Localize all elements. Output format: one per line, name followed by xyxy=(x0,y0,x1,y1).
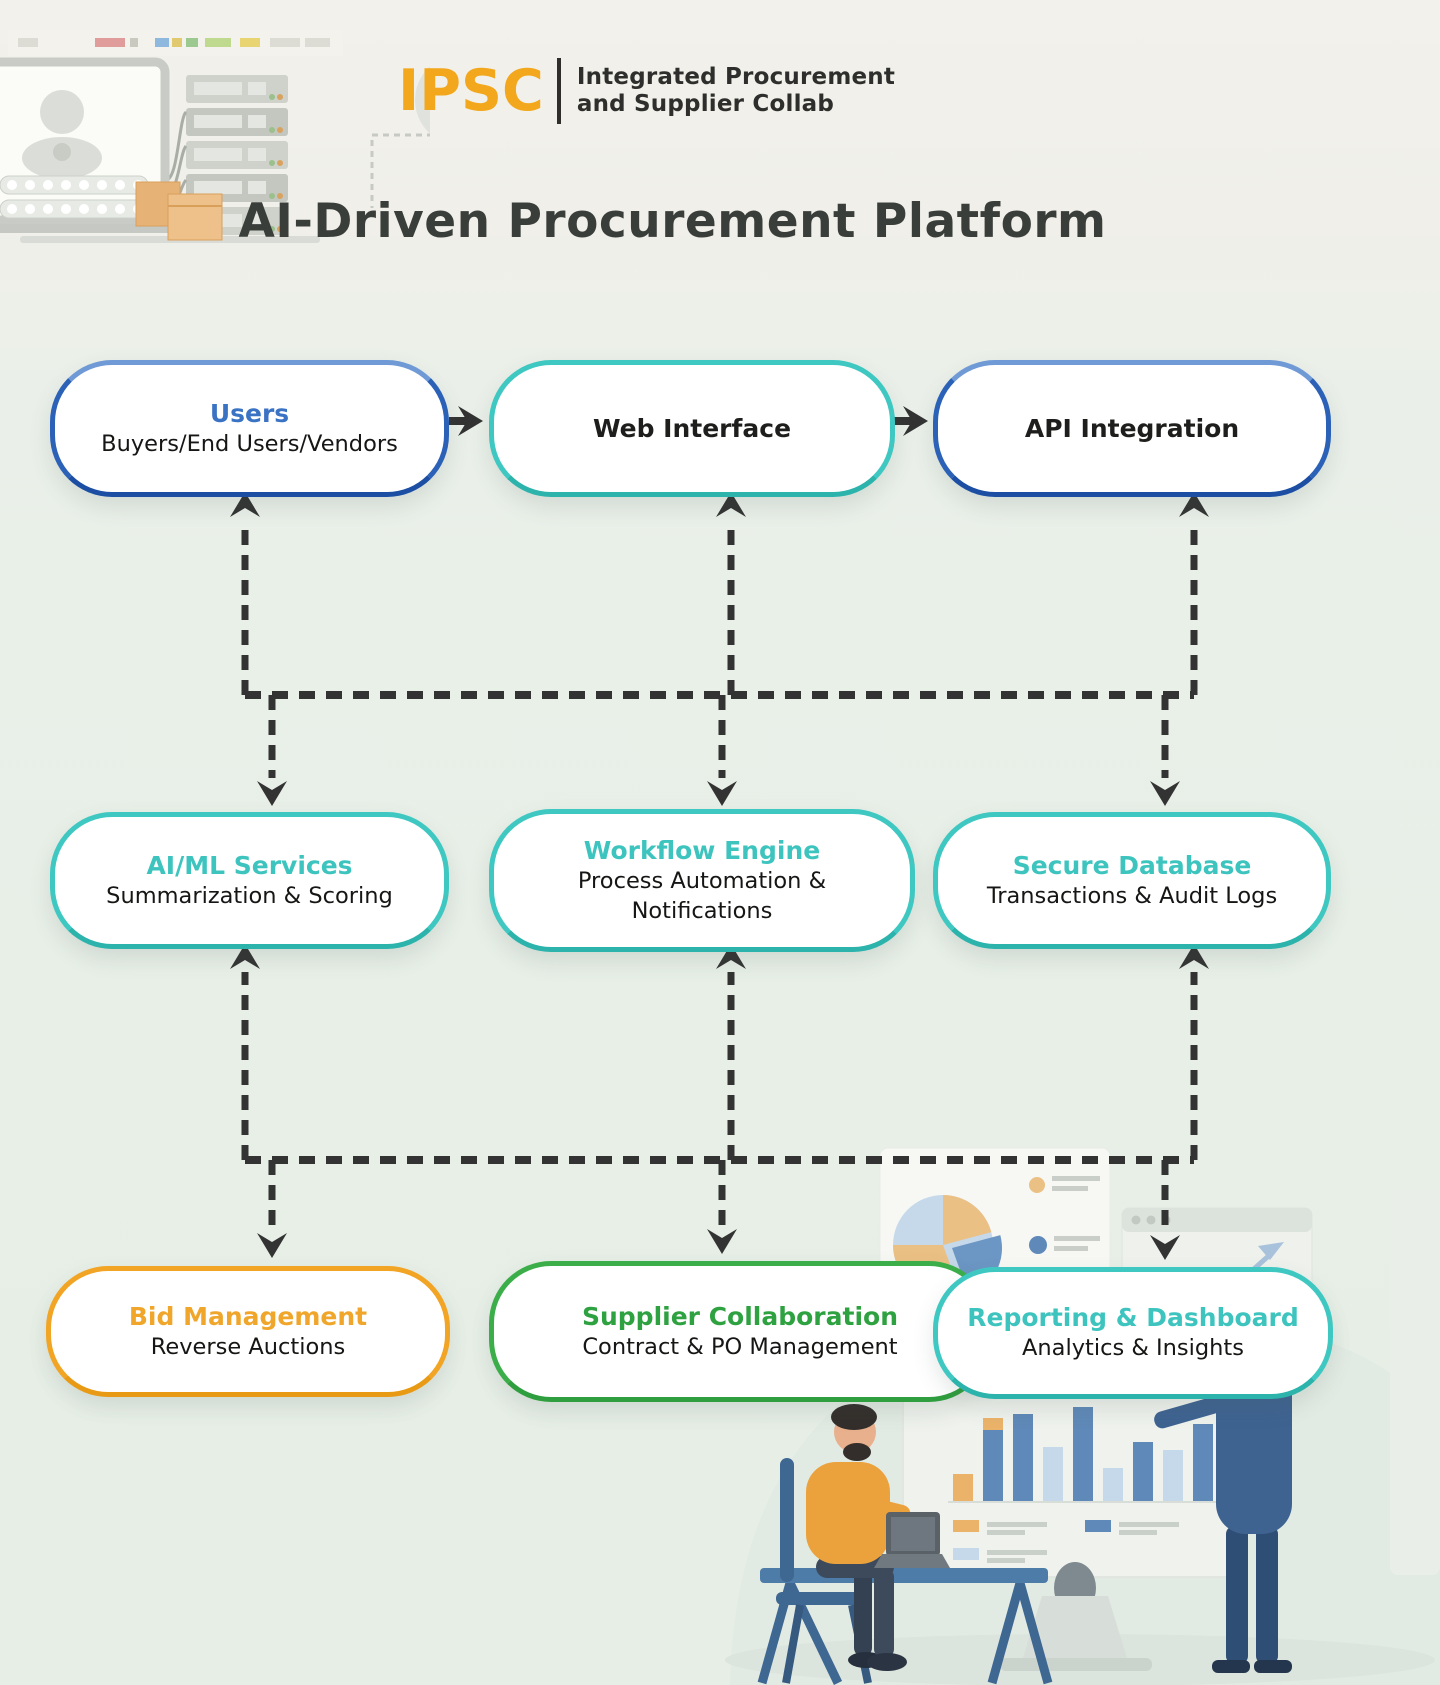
cloud-links xyxy=(370,133,430,208)
screen-stand xyxy=(1000,1562,1152,1671)
mini-toolbar-icon xyxy=(8,30,343,56)
node-reporting-dashboard-subtitle: Analytics & Insights xyxy=(1022,1335,1244,1362)
parcel-boxes-icon xyxy=(135,181,223,241)
node-secure-database-title: Secure Database xyxy=(1012,850,1252,880)
node-workflow-engine: Workflow Engine Process Automation & Not… xyxy=(489,809,915,952)
node-api-integration: API Integration xyxy=(933,360,1331,497)
side-panel xyxy=(1390,1190,1440,1575)
node-workflow-engine-subtitle: Process Automation & Notifications xyxy=(577,868,827,924)
node-ai-ml-services-subtitle: Summarization & Scoring xyxy=(106,882,393,909)
dashed-bus-1 xyxy=(230,492,1209,806)
node-supplier-collaboration-subtitle: Contract & PO Management xyxy=(582,1333,898,1360)
node-ai-ml-services-title: AI/ML Services xyxy=(146,850,353,880)
node-users-title: Users xyxy=(209,398,290,428)
logo-text: IPSC xyxy=(398,57,544,124)
node-supplier-collaboration: Supplier Collaboration Contract & PO Man… xyxy=(489,1261,991,1402)
node-api-integration-title: API Integration xyxy=(1024,413,1240,443)
logo-tagline-line2: and Supplier Collab xyxy=(576,91,835,117)
page-title: AI-Driven Procurement Platform xyxy=(238,194,1107,249)
logo: IPSC Integrated Procurement and Supplier… xyxy=(398,58,895,124)
node-bid-management-title: Bid Management xyxy=(128,1301,368,1331)
laptop-icon xyxy=(874,1512,950,1568)
node-secure-database: Secure Database Transactions & Audit Log… xyxy=(933,812,1331,949)
node-secure-database-subtitle: Transactions & Audit Logs xyxy=(986,882,1278,909)
workstation-cloud-servers-illustration xyxy=(0,30,430,243)
cloud-icon xyxy=(415,66,430,134)
logo-divider xyxy=(556,58,561,124)
logo-tagline-line1: Integrated Procurement xyxy=(576,64,896,91)
analytics-presentation-illustration xyxy=(725,1147,1440,1685)
node-ai-ml-services: AI/ML Services Summarization & Scoring xyxy=(50,812,449,949)
node-web-interface-title: Web Interface xyxy=(592,413,792,443)
node-supplier-collaboration-title: Supplier Collaboration xyxy=(581,1301,898,1331)
logo-tagline: Integrated Procurement and Supplier Coll… xyxy=(577,64,895,117)
bar-chart-icon xyxy=(948,1407,1220,1563)
sitting-person xyxy=(806,1404,922,1671)
node-reporting-dashboard-title: Reporting & Dashboard xyxy=(967,1303,1299,1333)
node-workflow-engine-title: Workflow Engine xyxy=(583,836,821,866)
node-users: Users Buyers/End Users/Vendors xyxy=(50,360,449,497)
node-bid-management: Bid Management Reverse Auctions xyxy=(46,1266,450,1397)
node-bid-management-subtitle: Reverse Auctions xyxy=(150,1333,346,1360)
node-users-subtitle: Buyers/End Users/Vendors xyxy=(101,430,398,457)
node-reporting-dashboard: Reporting & Dashboard Analytics & Insigh… xyxy=(933,1267,1333,1399)
node-web-interface: Web Interface xyxy=(489,360,895,497)
